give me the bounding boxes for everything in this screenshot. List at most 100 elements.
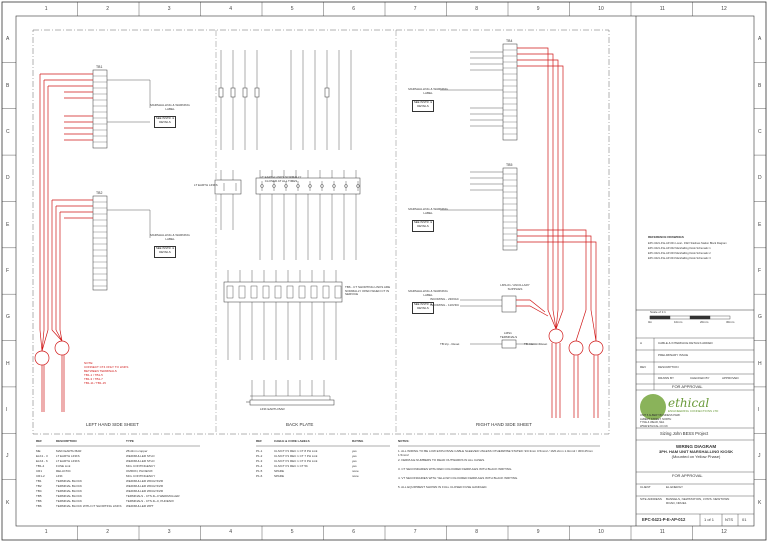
- ct-note-line: TB1-1 / TB1-5: [84, 373, 103, 377]
- marshalling-label-5: MARSHALLING & WARNING LABEL: [408, 289, 448, 297]
- legend-cell: yes: [352, 464, 357, 468]
- note-item: 4. VT SECONDARIES WITH YELLOW COLOURED F…: [398, 476, 519, 480]
- rev-header: REV: [640, 365, 647, 369]
- legend-cell: TERMINALS - CTS 4L-0 WEIDMULLER: [126, 494, 180, 498]
- legend-cell: SPARE: [274, 474, 284, 478]
- zone-col-top: 10: [598, 6, 604, 12]
- zone-col-top: 8: [475, 6, 479, 12]
- legend-cell: ELK4 - 6: [36, 459, 48, 463]
- lms-sub: TERMINALS: [500, 335, 518, 339]
- legend-cell: WEIDMULLER STLD: [126, 459, 155, 463]
- zone-row-left: J: [6, 453, 9, 460]
- sheet-number: 1 of 1: [704, 517, 715, 522]
- zone-col-bottom: 4: [229, 529, 233, 535]
- legend-cell: P1-3: [256, 459, 263, 463]
- tb4-title: TB4: [506, 39, 513, 43]
- reference-row: EPC-0421-P-E-AP-002 Marshalling Kiosk Sc…: [648, 247, 711, 250]
- legend-cell: CR1-2: [36, 474, 45, 478]
- ct-shorting-note: TB6 - CT SHORTING LINKS ARE NORMALLY OPE…: [345, 285, 391, 296]
- zone-row-left: A: [6, 36, 10, 43]
- zone-col-top: 5: [290, 6, 294, 12]
- note-item: 5. ALL EQUIPMENT SHOWN IN FULL CLOSED FU…: [398, 485, 488, 489]
- legend-cell: yes: [352, 449, 357, 453]
- legend-cell: CLS/CT P1 REC 1 CT 6 PH Link: [274, 459, 318, 463]
- legend-cell: CLS/CT P1 REC 1 CT 8 PH Link: [274, 449, 318, 453]
- legend-cell: CR1: [36, 469, 43, 473]
- legend-cell: MCL CONTINGENCY: [126, 474, 156, 478]
- earth-links-label: LT EARTH LINKS: [194, 183, 218, 187]
- trip-label: TB trip - Reset: [440, 342, 460, 346]
- note-item: 2. FERRULE NUMBERS TO READ OUTWARDS IN A…: [398, 458, 486, 462]
- zone-col-bottom: 5: [290, 529, 294, 535]
- supplies-label: LMS-01 / ANCILLARY SUPPLIES: [500, 283, 530, 291]
- legend-cell: OMRON, PHOENIX: [126, 469, 153, 473]
- zone-col-top: 12: [721, 6, 727, 12]
- zone-row-left: I: [6, 407, 8, 414]
- legend-cell: WEIDMULLER STLD: [126, 454, 155, 458]
- notes-heading: NOTES:: [398, 439, 410, 443]
- drawing-number: EPC-0421-P-E-AP-012: [642, 517, 686, 522]
- zone-col-top: 3: [167, 6, 171, 12]
- legend-cell: MAIN EARTH BAR: [56, 449, 82, 453]
- address-line: TYNE & WEAR, NE1: [640, 421, 665, 424]
- zone-row-right: G: [758, 314, 762, 321]
- rev-prelim: PRELIMINARY ISSUE: [658, 353, 689, 357]
- zone-col-bottom: 12: [721, 529, 727, 535]
- ct-note-line: NOTE:: [84, 361, 94, 365]
- legend-cell: TERMINAL BLOCK: [56, 499, 83, 503]
- lms-title: LMS1: [504, 331, 512, 335]
- zone-row-right: C: [758, 128, 762, 135]
- legend-cell: none: [352, 469, 359, 473]
- rev-a-desc: CABLE & INTERFACE DETAILS ADDED: [658, 341, 713, 345]
- zone-row-left: K: [6, 499, 10, 506]
- tb1-title: TB1: [96, 65, 103, 69]
- back-section-title: BACK PLATE: [286, 422, 314, 427]
- left-section-title: LEFT HAND SIDE SHEET: [86, 422, 139, 427]
- earth-bar-label: LINK EARTH BAR: [260, 407, 285, 411]
- legend-cell: TB5: [36, 494, 42, 498]
- company-sub: ENGINEERING CONNECTIONS LTD: [668, 409, 719, 413]
- drawing-size: NTS: [725, 517, 733, 522]
- company-name: ethical: [668, 396, 710, 410]
- note-item: 3. CT SECONDARIES WITH RED COLOURED FERR…: [398, 467, 513, 471]
- scale-label: Scale of 1:1: [650, 310, 666, 314]
- zone-row-left: F: [6, 268, 10, 274]
- rev-a: A: [640, 341, 643, 345]
- legend-cell: TB6: [36, 499, 42, 503]
- revision-number: 01: [742, 517, 747, 522]
- zone-col-bottom: 10: [598, 529, 604, 535]
- company-logo-icon: [640, 394, 666, 420]
- legend-cell: MCL CONTINGENCY: [126, 464, 156, 468]
- supply-line-2: INCOMING - 110VDC: [430, 303, 460, 307]
- legend-cell: TERMINAL BLOCK: [56, 484, 83, 488]
- legend-cell: TB2: [36, 484, 42, 488]
- marshalling-label-4: MARSHALLING & WARNING LABEL: [408, 207, 448, 215]
- legend-cell: TB6: [36, 504, 42, 508]
- tb2-title: TB2: [96, 191, 103, 195]
- legend-cell: P1-4: [256, 464, 263, 468]
- tb5-title: TB5: [506, 163, 513, 167]
- ct-note-line: CONNECT CT4 ONLY TO LINKS: [84, 365, 129, 369]
- project-name: Sizing John BESS Project: [660, 431, 709, 436]
- marshalling-pill-5: SEE INSTR. & DETAILS: [412, 302, 434, 314]
- legend-cell: CLS/CT P1 REC 1 CT 5b: [274, 464, 308, 468]
- alarm-label: TB-Alarm - Reset: [524, 342, 548, 346]
- legend-cell: WEIDMULLER WDU2.5/ZR: [126, 479, 164, 483]
- marshalling-label-2: MARSHALLING & WARNING LABEL: [150, 233, 190, 241]
- scale-tick: 30mm: [726, 320, 735, 324]
- zone-col-bottom: 3: [167, 529, 171, 535]
- ct-note-line: TB1-11 / TB1-15: [84, 381, 106, 385]
- legend-cell: TERMINAL BLOCK: [56, 479, 83, 483]
- zone-col-top: 4: [229, 6, 233, 12]
- drawing-title-line: (Mounted on Yellow Phase): [671, 454, 721, 459]
- zone-col-bottom: 1: [44, 529, 48, 535]
- zone-row-left: G: [6, 314, 10, 321]
- marshalling-label-3: MARSHALLING & WARNING LABEL: [408, 87, 448, 95]
- zone-row-right: B: [758, 82, 762, 89]
- legend-cell: WEIDMULLER WPT: [126, 504, 154, 508]
- site-address: BANNELS, NEWSTATION, 3 PRS. NEWTOWN ROAD…: [666, 497, 730, 505]
- approval-status: FOR APPROVAL: [672, 473, 703, 478]
- legend-cell: SPARE: [274, 469, 284, 473]
